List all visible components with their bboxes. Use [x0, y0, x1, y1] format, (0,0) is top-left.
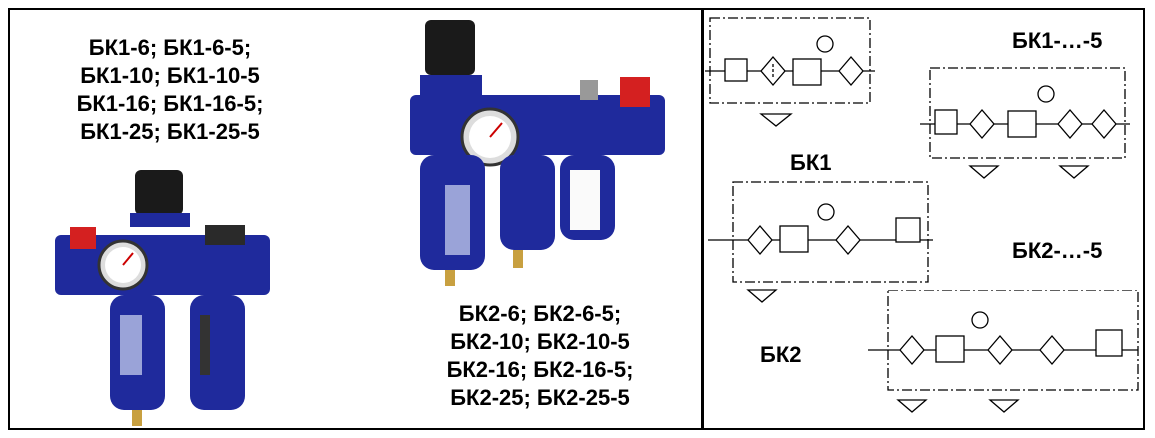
figure-frame [8, 8, 1145, 430]
bk1-model-line: БК1-16; БК1-16-5; [76, 91, 264, 116]
bk2-5-schematic [868, 290, 1139, 413]
schem-label-bk1-5: БК1-…-5 [1012, 28, 1103, 53]
bk2-unit-image [410, 20, 665, 286]
schem-label-bk2-5: БК2-…-5 [1012, 238, 1103, 263]
bk2-model-list: БК2-6; БК2-6-5; БК2-10; БК2-10-5 БК2-16;… [410, 300, 670, 412]
bk2-model-line: БК2-16; БК2-16-5; [446, 357, 634, 382]
bk1-model-line: БК1-6; БК1-6-5; [88, 35, 252, 60]
bk2-model-line: БК2-25; БК2-25-5 [450, 385, 630, 410]
bk2-schematic [708, 181, 933, 303]
bk2-model-line: БК2-6; БК2-6-5; [458, 301, 622, 326]
bk1-unit-image [55, 170, 270, 426]
bk1-model-line: БК1-10; БК1-10-5 [80, 63, 260, 88]
schem-label-bk1: БК1 [790, 150, 832, 175]
bk1-model-list: БК1-6; БК1-6-5; БК1-10; БК1-10-5 БК1-16;… [40, 34, 300, 146]
bk1-model-line: БК1-25; БК1-25-5 [80, 119, 260, 144]
bk2-model-line: БК2-10; БК2-10-5 [450, 329, 630, 354]
panel-divider [701, 8, 704, 430]
bk1-schematic [705, 17, 875, 127]
bk1-5-schematic [920, 67, 1130, 179]
schem-label-bk2: БК2 [760, 342, 802, 367]
